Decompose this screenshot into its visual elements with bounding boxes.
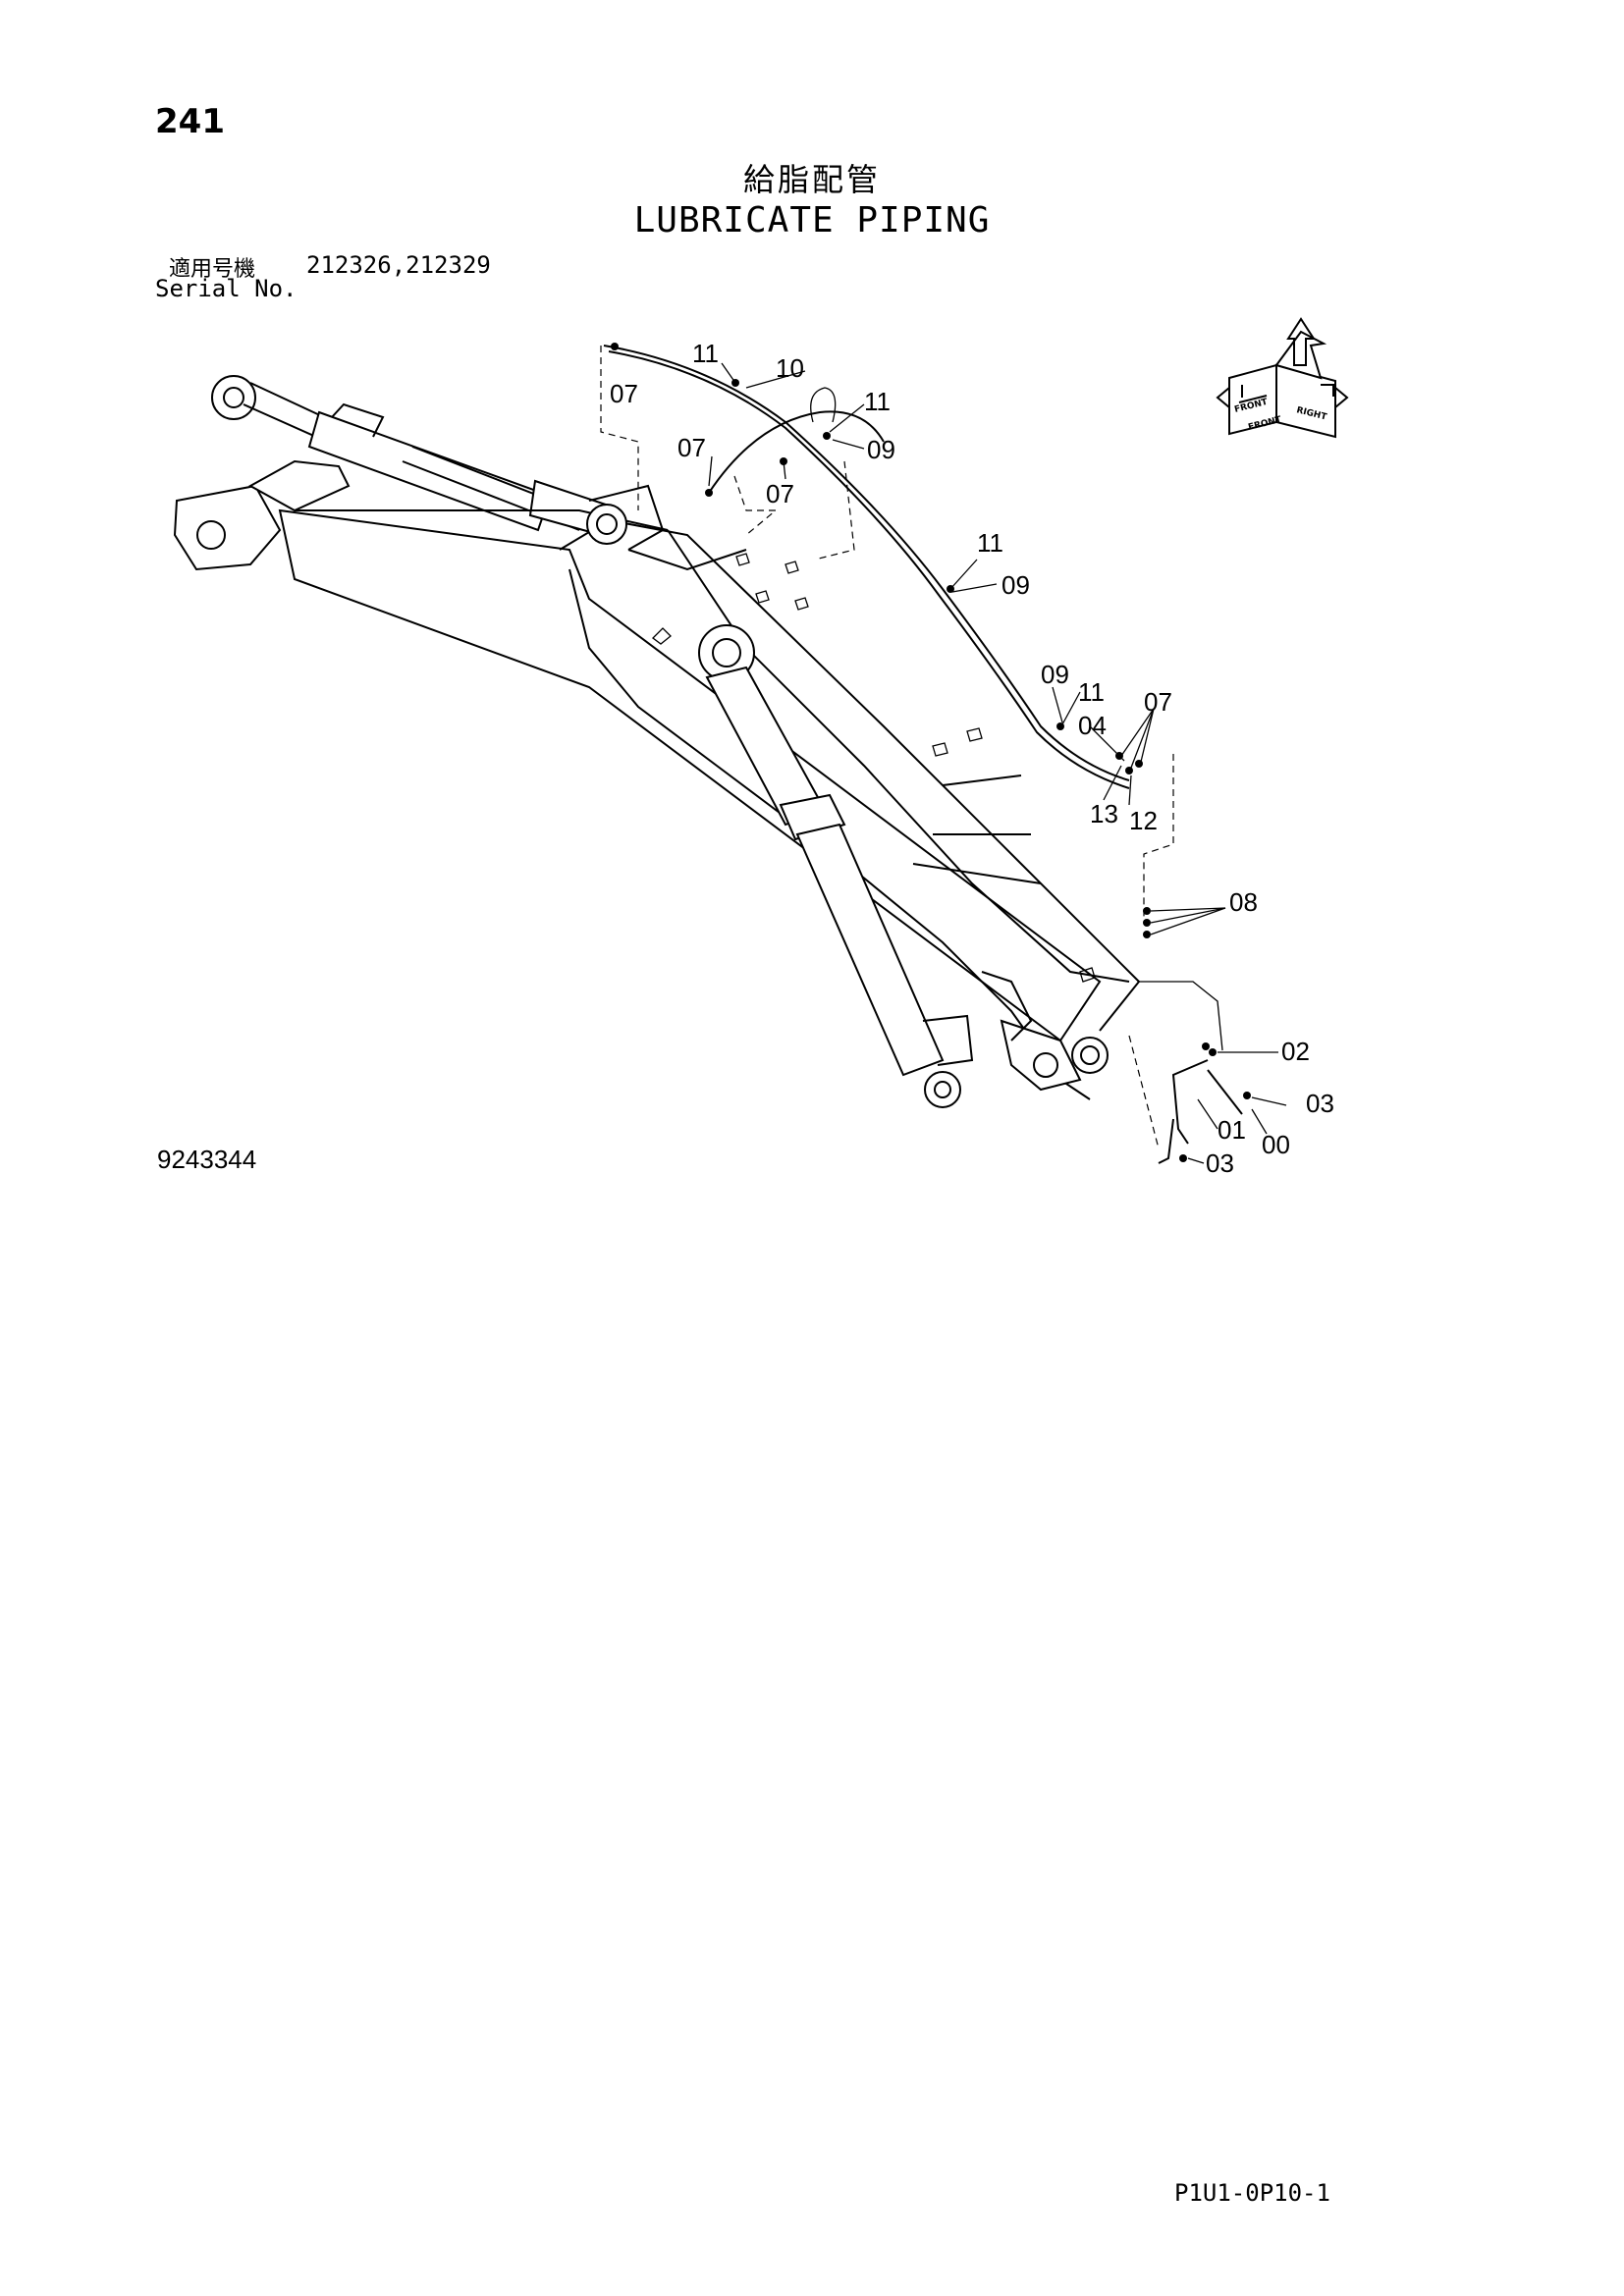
callout-09-a: 09	[867, 435, 895, 464]
page-code: P1U1-0P10-1	[1174, 2179, 1330, 2207]
serial-label-english: Serial No.	[155, 275, 298, 302]
callout-07-d: 07	[1144, 687, 1172, 717]
serial-numbers: 212326,212329	[306, 251, 491, 279]
callout-02: 02	[1281, 1037, 1310, 1066]
boom-cylinder	[211, 375, 611, 537]
callout-08: 08	[1229, 887, 1258, 917]
callout-03-b: 03	[1206, 1148, 1234, 1178]
callout-11-b: 11	[864, 387, 891, 416]
callout-11-a: 11	[692, 339, 719, 368]
arm-cylinder	[698, 624, 1033, 1108]
callout-00: 00	[1262, 1130, 1290, 1159]
callout-01: 01	[1218, 1115, 1246, 1145]
leader-lines	[708, 362, 1287, 1164]
callout-07-a: 07	[610, 379, 638, 408]
page-number: 241	[155, 102, 225, 141]
lubricate-piping-diagram: 07 11 10 11 09 07 07 11 09 09 11 04 07 1…	[173, 317, 1349, 1178]
callout-10: 10	[776, 353, 804, 383]
callout-03-a: 03	[1306, 1089, 1334, 1118]
orientation-icon: FRONT FRONT RIGHT	[1216, 317, 1349, 439]
title-japanese: 給脂配管	[742, 161, 881, 198]
callout-07-b: 07	[677, 433, 706, 462]
callout-13: 13	[1090, 799, 1118, 828]
callout-11-c: 11	[977, 528, 1003, 558]
callout-12: 12	[1129, 806, 1158, 835]
callout-09-b: 09	[1001, 570, 1030, 600]
callout-07-c: 07	[766, 479, 794, 508]
callout-09-c: 09	[1041, 660, 1069, 689]
callouts: 07 11 10 11 09 07 07 11 09 09 11 04 07 1…	[610, 339, 1334, 1178]
title-english: LUBRICATE PIPING	[633, 200, 991, 240]
drawing-number: 9243344	[157, 1145, 257, 1174]
callout-04: 04	[1078, 711, 1107, 740]
callout-11-d: 11	[1078, 677, 1105, 707]
lube-hose-routing	[600, 343, 1251, 1164]
serial-label-japanese: 適用号機	[169, 257, 256, 282]
